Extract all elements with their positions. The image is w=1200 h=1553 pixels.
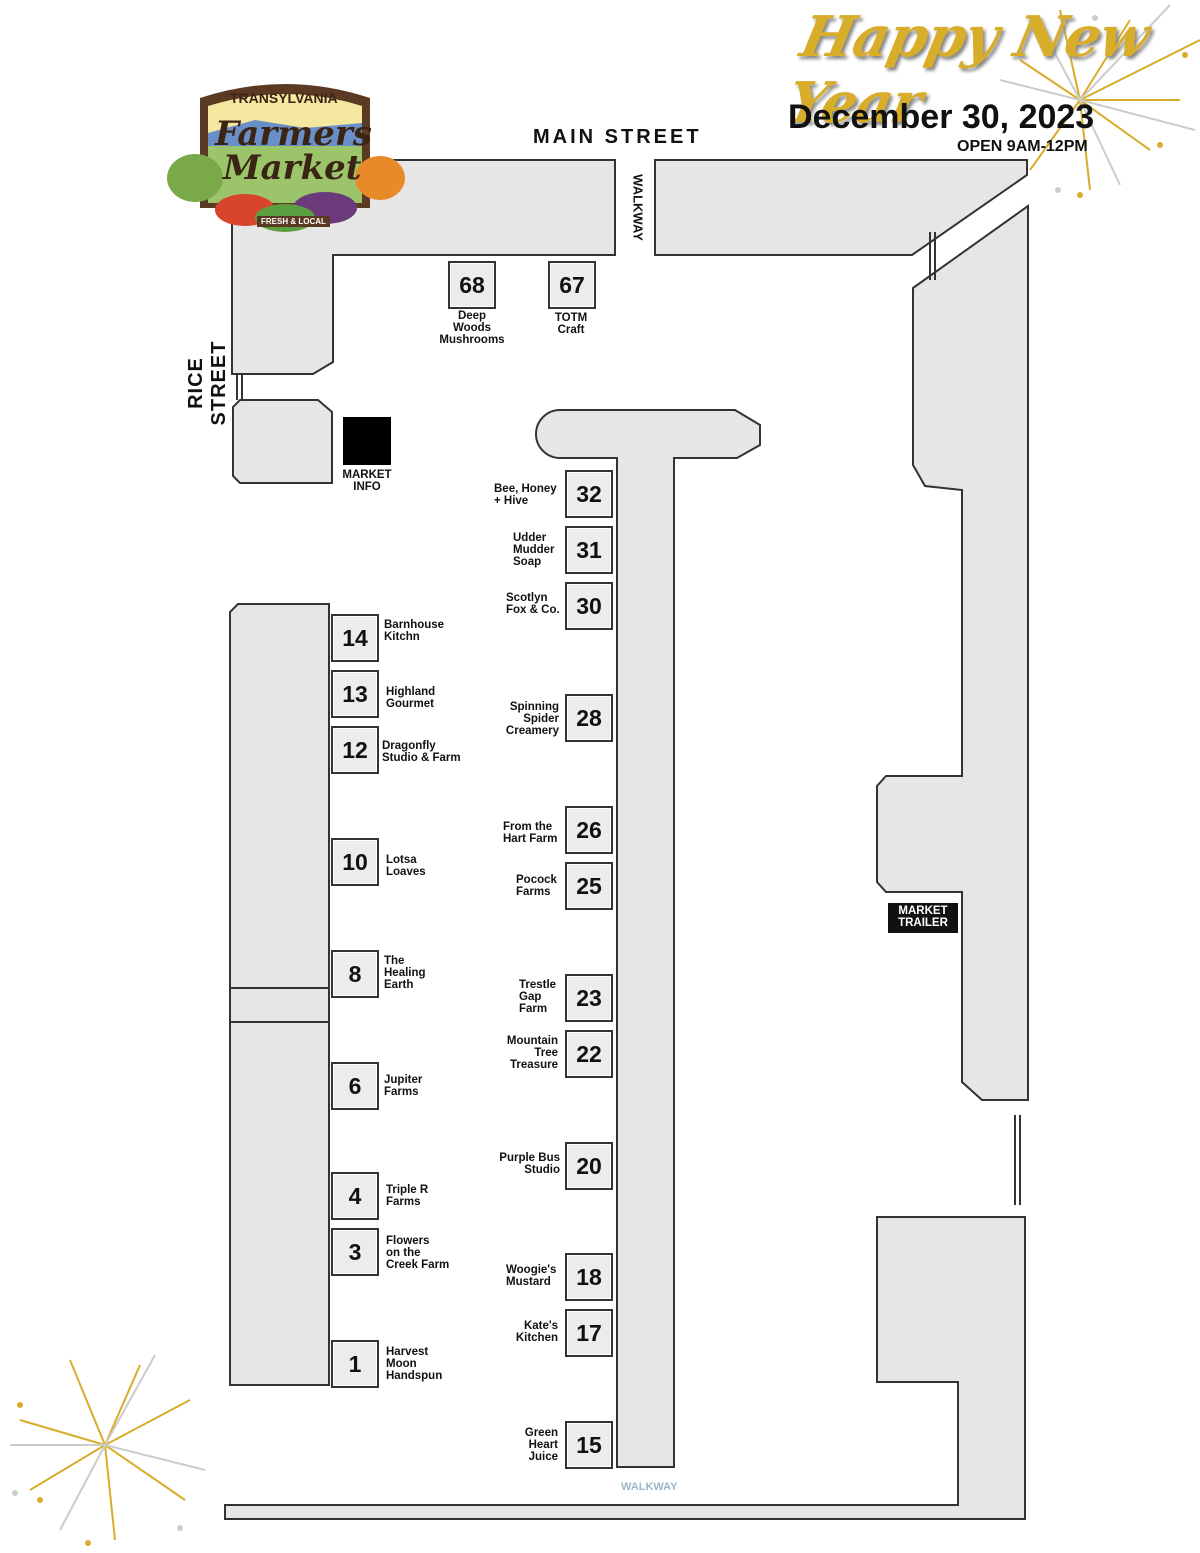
building-west (229, 603, 330, 1386)
stall-number: 20 (565, 1142, 613, 1190)
stall-name: TOTM Craft (554, 312, 588, 336)
stall-name: From the Hart Farm (503, 821, 558, 845)
walkway-top-label: WALKWAY (630, 174, 646, 241)
building-top-right (654, 159, 1028, 256)
main-street-label: MAIN STREET (533, 126, 702, 148)
firework-bottom-left-icon (10, 1354, 206, 1546)
stall-number: 3 (331, 1228, 379, 1276)
stall-name: Udder Mudder Soap (513, 532, 555, 568)
stall-number: 25 (565, 862, 613, 910)
stall-number: 23 (565, 974, 613, 1022)
open-hours: OPEN 9AM-12PM (957, 138, 1088, 155)
logo-text-top: TRANSYLVANIA (230, 90, 338, 106)
walkway-bottom-label: WALKWAY (621, 1481, 678, 1493)
market-info-label: MARKET INFO (342, 469, 392, 493)
logo-icon (167, 84, 405, 232)
stall-name: Green Heart Juice (524, 1427, 558, 1463)
stall-name: Purple Bus Studio (499, 1152, 560, 1176)
stall-name: Lotsa Loaves (386, 854, 426, 878)
event-date: December 30, 2023 (788, 98, 1095, 136)
market-info-booth (343, 417, 391, 465)
stall-number: 6 (331, 1062, 379, 1110)
stall-name: Scotlyn Fox & Co. (506, 592, 560, 616)
stall-number: 68 (448, 261, 496, 309)
stall-number: 14 (331, 614, 379, 662)
stall-number: 15 (565, 1421, 613, 1469)
stall-name: Harvest Moon Handspun (386, 1346, 443, 1382)
stall-name: Spinning Spider Creamery (505, 701, 559, 737)
market-trailer-label: MARKET TRAILER (888, 903, 958, 933)
stall-number: 22 (565, 1030, 613, 1078)
stall-number: 1 (331, 1340, 379, 1388)
stall-number: 26 (565, 806, 613, 854)
stall-number: 30 (565, 582, 613, 630)
stall-name: Mountain Tree Treasure (506, 1035, 558, 1071)
stall-name: Jupiter Farms (384, 1074, 423, 1098)
stall-name: Bee, Honey + Hive (494, 483, 557, 507)
stall-number: 67 (548, 261, 596, 309)
stall-name: The Healing Earth (384, 955, 426, 991)
stall-number: 8 (331, 950, 379, 998)
building-rice-street (232, 399, 333, 484)
logo-text-farmers: Farmers (215, 114, 372, 154)
stall-name: Kate's Kitchen (515, 1320, 558, 1344)
stall-number: 18 (565, 1253, 613, 1301)
stall-number: 10 (331, 838, 379, 886)
building-east (876, 204, 1029, 1101)
stall-name: Barnhouse Kitchn (384, 619, 445, 643)
building-center-t (535, 409, 761, 1468)
stall-number: 31 (565, 526, 613, 574)
stall-number: 32 (565, 470, 613, 518)
rice-street-label: RICE STREET (185, 340, 230, 426)
building-southeast (224, 1216, 1026, 1520)
stall-name: Flowers on the Creek Farm (386, 1235, 450, 1271)
stall-name: Triple R Farms (386, 1184, 429, 1208)
farmers-market-logo: TRANSYLVANIA Farmers Market FRESH & LOCA… (165, 78, 405, 236)
firework-top-right-icon (999, 4, 1200, 198)
stall-name: Woogie's Mustard (506, 1264, 557, 1288)
stall-number: 12 (331, 726, 379, 774)
stall-number: 17 (565, 1309, 613, 1357)
stall-name: Trestle Gap Farm (519, 979, 557, 1015)
stall-name: Pocock Farms (516, 874, 557, 898)
stall-name: Deep Woods Mushrooms (439, 310, 505, 346)
logo-tagline: FRESH & LOCAL (257, 216, 330, 227)
logo-text-market: Market (223, 148, 362, 188)
stall-number: 28 (565, 694, 613, 742)
stall-name: Highland Gourmet (386, 686, 436, 710)
stall-name: Dragonfly Studio & Farm (382, 740, 461, 764)
stall-number: 13 (331, 670, 379, 718)
stall-number: 4 (331, 1172, 379, 1220)
